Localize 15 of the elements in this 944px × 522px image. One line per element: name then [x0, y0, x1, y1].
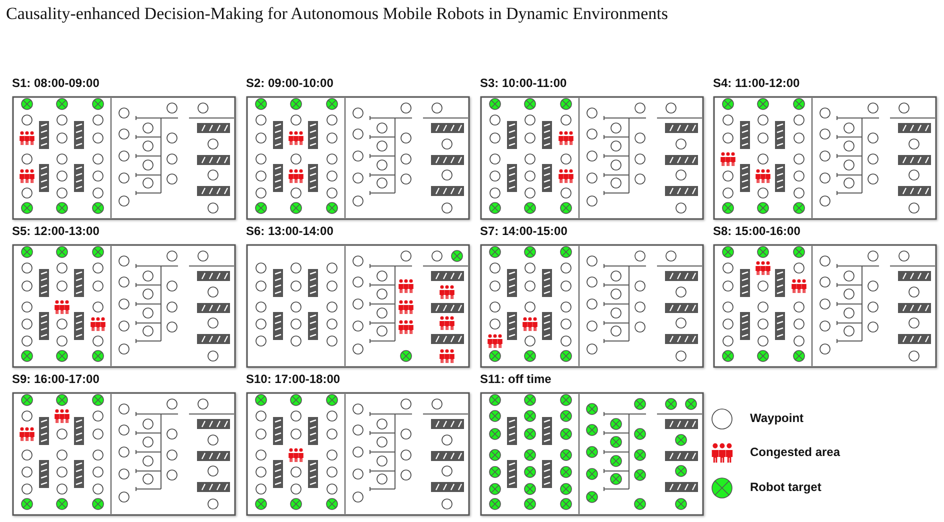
- panel-heading: S1: 08:00-09:00: [12, 76, 100, 90]
- panel-heading: S7: 14:00-15:00: [480, 224, 568, 238]
- panel-heading: S3: 10:00-11:00: [480, 76, 567, 90]
- panel-heading: S10: 17:00-18:00: [246, 372, 340, 386]
- panel-heading: S9: 16:00-17:00: [12, 372, 100, 386]
- panel-heading: S6: 13:00-14:00: [246, 224, 334, 238]
- legend-label: Robot target: [750, 480, 822, 494]
- panel-heading: S5: 12:00-13:00: [12, 224, 100, 238]
- panel-heading: S11: off time: [480, 372, 552, 386]
- panel-heading: S8: 15:00-16:00: [713, 224, 800, 238]
- panel-heading: S4: 11:00-12:00: [713, 76, 800, 90]
- legend-label: Congested area: [750, 445, 840, 459]
- legend-label: Waypoint: [750, 411, 804, 425]
- panel-heading: S2: 09:00-10:00: [246, 76, 334, 90]
- diagram-title: Causality-enhanced Decision-Making for Autonomous Mobile Robots in Dynamic Environments: [6, 4, 668, 24]
